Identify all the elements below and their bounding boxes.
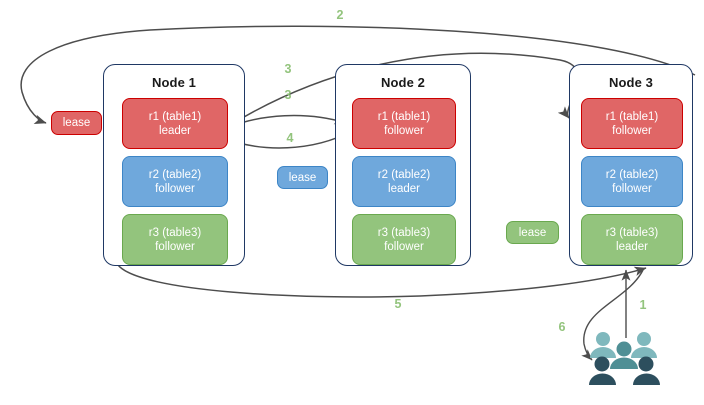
lease-label: lease: [288, 171, 317, 184]
node-1-replica-r3[interactable]: r3 (table3) follower: [122, 214, 228, 265]
step-label-6: 6: [558, 320, 566, 334]
replica-line-2: follower: [612, 182, 652, 195]
replica-line-2: follower: [384, 124, 424, 137]
replica-line-2: leader: [616, 240, 648, 253]
node-1: Node 1 r1 (table1) leader r2 (table2) fo…: [103, 64, 245, 266]
replica-line-1: r1 (table1): [377, 110, 431, 123]
replica-line-1: r3 (table3): [148, 226, 202, 239]
users-icon: [589, 332, 660, 385]
users-back-row: [590, 332, 657, 358]
node-2-replica-r3[interactable]: r3 (table3) follower: [352, 214, 456, 265]
node-3-replica-r2[interactable]: r2 (table2) follower: [581, 156, 683, 207]
users-front-row: [589, 356, 660, 385]
replica-line-2: follower: [155, 240, 195, 253]
node-2-title: Node 2: [381, 75, 425, 90]
replica-line-2: follower: [612, 124, 652, 137]
replica-line-1: r2 (table2): [377, 168, 431, 181]
step-label-1: 1: [639, 298, 647, 312]
step-label-5: 5: [394, 297, 402, 311]
node-2-replica-r1[interactable]: r1 (table1) follower: [352, 98, 456, 149]
node-1-title: Node 1: [152, 75, 196, 90]
replica-line-1: r1 (table1): [605, 110, 659, 123]
step-label-2: 2: [336, 8, 344, 22]
step-label-3b: 3: [284, 88, 292, 102]
replica-line-1: r3 (table3): [605, 226, 659, 239]
lease-label: lease: [62, 117, 91, 129]
lease-table3[interactable]: lease: [506, 221, 559, 244]
lease-table1[interactable]: lease: [51, 111, 102, 135]
node-3: Node 3 r1 (table1) follower r2 (table2) …: [569, 64, 693, 266]
replica-line-1: r2 (table2): [148, 168, 202, 181]
lease-table2[interactable]: lease: [277, 166, 328, 189]
node-3-replica-r3[interactable]: r3 (table3) leader: [581, 214, 683, 265]
replica-line-2: follower: [155, 182, 195, 195]
step-label-4: 4: [286, 131, 294, 145]
lease-label: lease: [518, 226, 547, 239]
node-1-replica-r2[interactable]: r2 (table2) follower: [122, 156, 228, 207]
replica-line-2: leader: [159, 124, 191, 137]
node-3-replica-r1[interactable]: r1 (table1) follower: [581, 98, 683, 149]
node-1-replica-r1[interactable]: r1 (table1) leader: [122, 98, 228, 149]
users-mid-row: [610, 341, 638, 369]
node-3-title: Node 3: [609, 75, 653, 90]
replica-line-1: r2 (table2): [605, 168, 659, 181]
node-2-replica-r2[interactable]: r2 (table2) leader: [352, 156, 456, 207]
replica-line-1: r1 (table1): [148, 110, 202, 123]
replica-line-2: follower: [384, 240, 424, 253]
node-2: Node 2 r1 (table1) follower r2 (table2) …: [335, 64, 471, 266]
replica-line-1: r3 (table3): [377, 226, 431, 239]
edge-step-5: [117, 264, 647, 298]
step-label-3a: 3: [284, 62, 292, 76]
replica-line-2: leader: [388, 182, 420, 195]
